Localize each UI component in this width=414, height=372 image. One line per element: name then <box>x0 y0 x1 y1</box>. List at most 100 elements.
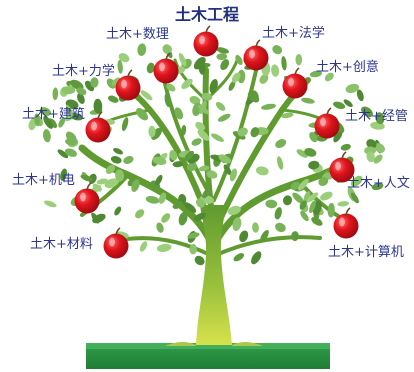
leaf-icon <box>164 92 172 108</box>
leaf-icon <box>308 160 320 170</box>
leaf-icon <box>104 178 119 189</box>
leaf-icon <box>110 156 122 164</box>
leaf-icon <box>131 179 140 192</box>
apples <box>74 25 359 259</box>
leaf-icon <box>195 198 205 208</box>
leaf-icon <box>195 121 206 131</box>
apple-icon <box>74 182 100 214</box>
leaf-icon <box>77 93 85 104</box>
leaf-icon <box>333 101 346 109</box>
leaf-icon <box>140 90 153 101</box>
leaf-icon <box>215 101 226 111</box>
leaf-icon <box>202 187 211 199</box>
leaf-icon <box>295 54 303 66</box>
leaf-icon <box>161 213 171 223</box>
leaf-icon <box>281 56 287 71</box>
leaf-icon <box>276 156 284 170</box>
leaf-icon <box>220 59 230 71</box>
leaf-icon <box>229 168 237 182</box>
leaf-icon <box>371 182 384 191</box>
leaf-icon <box>93 98 103 114</box>
leaf-icon <box>275 139 287 148</box>
grass-highlight <box>86 343 330 349</box>
leaf-icon <box>260 229 269 243</box>
leaf-icon <box>309 131 318 143</box>
leaf-icon <box>333 129 343 143</box>
leaf-icon <box>223 164 232 176</box>
leaf-icon <box>152 156 167 165</box>
leaf-icon <box>259 73 269 84</box>
leaf-icon <box>261 103 276 110</box>
leaf-icon <box>324 72 334 82</box>
leaf-icon <box>232 217 242 232</box>
leaf-icon <box>91 212 100 224</box>
leaf-icon <box>292 192 304 204</box>
leaf-icon <box>299 200 307 210</box>
leaf-icon <box>275 222 286 233</box>
branch-label-creativity: 土木+创意 <box>316 60 379 75</box>
leaf-icon <box>337 201 350 207</box>
leaf-icon <box>343 99 353 108</box>
leaf-icon <box>301 97 315 104</box>
leaf-icon <box>211 133 224 142</box>
apple-icon <box>85 111 111 143</box>
apple-icon <box>193 25 219 57</box>
apple-icon <box>243 39 269 71</box>
leaf-icon <box>64 148 77 157</box>
apple-icon <box>329 151 355 183</box>
leaf-icon <box>148 125 156 138</box>
leaf-icon <box>111 77 121 86</box>
leaf-icon <box>105 164 116 174</box>
leaf-icon <box>114 206 122 216</box>
leaf-icon <box>118 53 130 63</box>
branch-label-management: 土木+经管 <box>345 109 408 124</box>
leaf-icon <box>250 127 260 138</box>
leaf-icon <box>237 127 248 137</box>
leaf-icon <box>58 117 66 128</box>
leaf-icon <box>297 178 309 191</box>
leaf-icon <box>366 151 375 163</box>
leaf-icon <box>197 129 210 141</box>
leaf-icon <box>139 241 148 252</box>
leaf-icon <box>265 199 278 209</box>
leaf-icon <box>239 230 249 243</box>
leaf-icon <box>156 243 172 253</box>
leaf-icon <box>172 161 184 168</box>
apple-icon <box>103 227 129 259</box>
apple-icon <box>314 107 340 139</box>
leaf-icon <box>282 195 293 206</box>
leaf-icon <box>184 150 194 161</box>
leaf-icon <box>271 64 280 77</box>
leaf-icon <box>274 207 282 220</box>
leaf-icon <box>60 168 68 181</box>
leaf-icon <box>145 196 160 204</box>
leaf-icon <box>80 174 93 182</box>
leaf-icon <box>218 154 232 164</box>
leaf-icon <box>361 106 373 118</box>
leaf-icon <box>189 95 201 105</box>
leaf-icon <box>65 138 77 146</box>
leaf-icon <box>374 143 385 153</box>
leaf-icon <box>227 205 241 216</box>
leaf-icon <box>121 117 129 132</box>
leaf-icon <box>311 216 323 226</box>
leaf-icon <box>44 200 57 208</box>
leaf-icon <box>255 166 269 176</box>
leaf-icon <box>156 222 164 233</box>
leaf-icon <box>216 47 229 54</box>
leaf-icon <box>113 147 123 155</box>
leaf-icon <box>178 52 187 67</box>
leaf-icon <box>198 165 210 172</box>
leaf-icon <box>186 162 198 172</box>
leaf-icon <box>57 149 69 159</box>
leaf-icon <box>250 90 259 103</box>
leaf-icon <box>162 44 172 55</box>
diagram-title: 土木工程 <box>174 5 239 24</box>
leaf-icon <box>61 86 76 95</box>
leaf-icon <box>43 115 53 129</box>
leaf-icon <box>187 232 200 239</box>
branch-label-math: 土木+数理 <box>106 27 169 42</box>
trunk <box>196 205 232 345</box>
leaf-icon <box>373 154 383 164</box>
